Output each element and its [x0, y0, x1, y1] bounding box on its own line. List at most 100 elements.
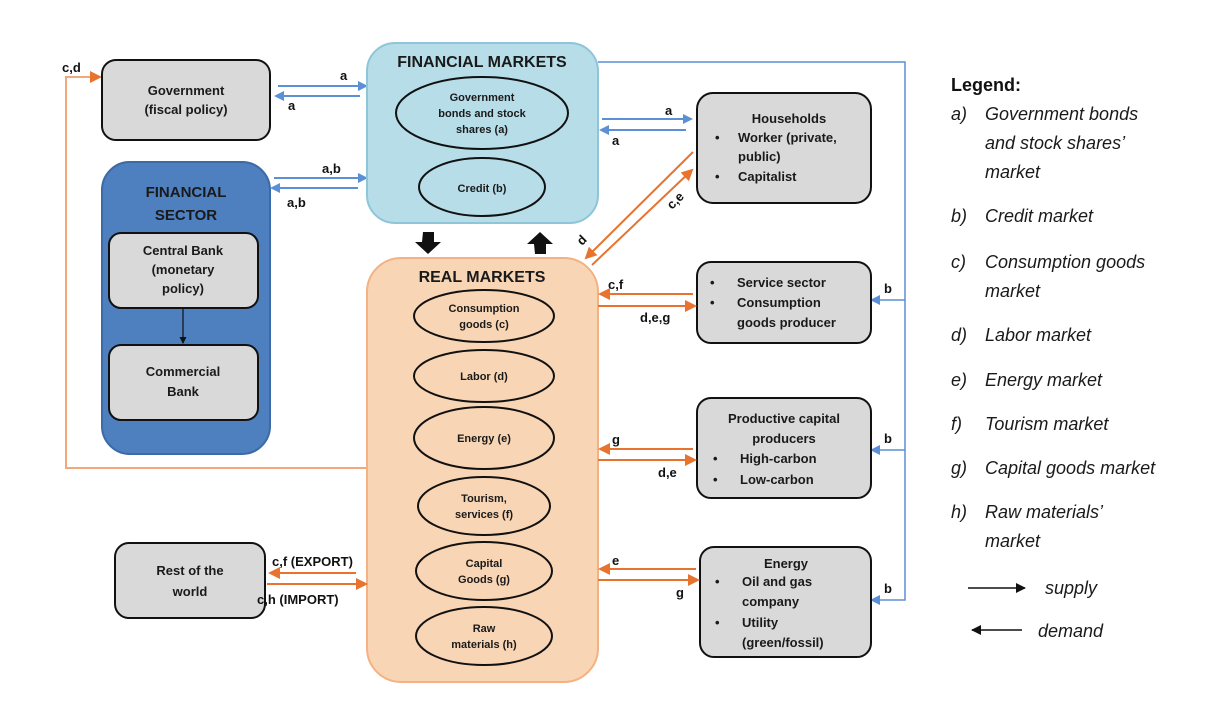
- bullet-icon: •: [713, 451, 718, 466]
- commercial-bank-line-2: Bank: [167, 384, 200, 399]
- market-gov-bonds-line-2: bonds and stock: [438, 108, 526, 120]
- government-box[interactable]: [101, 59, 271, 141]
- market-raw-line-2: materials (h): [451, 639, 517, 651]
- service-bullet-2-line-1: Consumption: [737, 295, 821, 310]
- legend-title: Legend:: [951, 75, 1021, 95]
- market-gov-bonds[interactable]: [395, 76, 569, 150]
- energy-credit-label: b: [884, 581, 892, 596]
- market-labor[interactable]: [413, 349, 555, 403]
- bullet-icon: •: [715, 130, 720, 145]
- legend-key: a): [951, 104, 967, 124]
- market-tourism[interactable]: [417, 476, 551, 536]
- legend-item-text: Capital goods market: [985, 458, 1156, 478]
- rest-of-world-line-2: world: [172, 584, 208, 599]
- row-import-label: c,h (IMPORT): [257, 592, 339, 607]
- legend-item-text: market: [985, 162, 1041, 182]
- row-export-label: c,f (EXPORT): [272, 554, 353, 569]
- financial-sector-title-2: SECTOR: [155, 207, 217, 224]
- legend-item-text: Consumption goods: [985, 252, 1145, 272]
- commercial-bank-line-1: Commercial: [146, 364, 220, 379]
- capital-bullet-2: Low-carbon: [740, 472, 814, 487]
- market-energy[interactable]: [413, 406, 555, 470]
- market-energy-label: Energy (e): [457, 433, 511, 445]
- market-credit[interactable]: [418, 157, 546, 217]
- legend-item-text: market: [985, 281, 1041, 301]
- market-consumption-line-2: goods (c): [459, 319, 509, 331]
- households-title: Households: [752, 111, 826, 126]
- up-block-arrow: [527, 232, 553, 254]
- real-markets-title: REAL MARKETS: [419, 269, 546, 286]
- finsec-demand-label: a,b: [287, 195, 306, 210]
- market-gov-bonds-line-3: shares (a): [456, 124, 508, 136]
- households-bullet-1-line-1: Worker (private,: [738, 130, 837, 145]
- capital-producers-title-2: producers: [752, 431, 816, 446]
- market-capital-line-1: Capital: [466, 558, 503, 570]
- households-bullet-2: Capitalist: [738, 169, 797, 184]
- legend: Legend: a) Government bonds and stock shar…: [951, 75, 1156, 641]
- svc-credit-label: b: [884, 281, 892, 296]
- energy-bullet-1-line-1: Oil and gas: [742, 574, 812, 589]
- government-line-1: Government: [148, 83, 225, 98]
- bullet-icon: •: [715, 574, 720, 589]
- commercial-bank-box[interactable]: [108, 344, 259, 421]
- hh-to-real-labor-arrow: [584, 151, 694, 260]
- market-capital-goods[interactable]: [415, 541, 553, 601]
- real-to-hh-arrow: [591, 168, 694, 266]
- households-box[interactable]: [696, 92, 872, 204]
- legend-key: e): [951, 370, 967, 390]
- market-consumption-goods[interactable]: [413, 289, 555, 343]
- gov-supply-label: a: [340, 68, 348, 83]
- financial-markets-box[interactable]: [366, 42, 599, 224]
- real-markets-box[interactable]: [366, 257, 599, 683]
- financial-sector-title-1: FINANCIAL: [146, 184, 227, 201]
- cap-demand-label: g: [612, 432, 620, 447]
- capital-bullet-1: High-carbon: [740, 451, 817, 466]
- market-raw-line-1: Raw: [473, 623, 496, 635]
- households-bullet-1-line-2: public): [738, 149, 781, 164]
- market-labor-label: Labor (d): [460, 371, 508, 383]
- capital-producers-title-1: Productive capital: [728, 411, 840, 426]
- bullet-icon: •: [715, 615, 720, 630]
- market-tourism-line-2: services (f): [455, 509, 513, 521]
- market-capital-line-2: Goods (g): [458, 574, 510, 586]
- legend-demand-label: demand: [1038, 621, 1104, 641]
- legend-key: d): [951, 325, 967, 345]
- energy-box[interactable]: [699, 546, 872, 658]
- energy-title: Energy: [764, 556, 809, 571]
- hh-real-ce-label: c,e: [664, 189, 687, 212]
- rest-of-world-box[interactable]: [114, 542, 266, 619]
- hh-supply-label: a: [665, 103, 673, 118]
- central-bank-line-2: (monetary: [152, 262, 216, 277]
- legend-key: c): [951, 252, 966, 272]
- legend-item-text: Raw materials’: [985, 502, 1104, 522]
- energy-bullet-1-line-2: company: [742, 594, 800, 609]
- central-bank-line-3: policy): [162, 281, 204, 296]
- energy-bullet-2-line-2: (green/fossil): [742, 635, 824, 650]
- legend-item-text: Energy market: [985, 370, 1103, 390]
- cap-credit-label: b: [884, 431, 892, 446]
- hh-real-d-label: d: [574, 232, 590, 248]
- energy-bullet-2-line-1: Utility: [742, 615, 779, 630]
- legend-key: b): [951, 206, 967, 226]
- legend-item-text: Tourism market: [985, 414, 1109, 434]
- capital-producers-box[interactable]: [696, 397, 872, 499]
- bullet-icon: •: [713, 472, 718, 487]
- service-sector-box[interactable]: [696, 261, 872, 344]
- market-raw-materials[interactable]: [415, 606, 553, 666]
- legend-item-text: Government bonds: [985, 104, 1138, 124]
- legend-item-text: and stock shares’: [985, 133, 1126, 153]
- financial-markets-title: FINANCIAL MARKETS: [397, 54, 567, 71]
- hh-demand-label: a: [612, 133, 620, 148]
- svc-demand-label: c,f: [608, 277, 624, 292]
- market-gov-bonds-line-1: Government: [450, 92, 515, 104]
- gov-demand-label: a: [288, 98, 296, 113]
- legend-item-text: Labor market: [985, 325, 1092, 345]
- finsec-supply-label: a,b: [322, 161, 341, 176]
- svc-supply-label: d,e,g: [640, 310, 670, 325]
- legend-item-text: market: [985, 531, 1041, 551]
- gov-cd-label: c,d: [62, 60, 81, 75]
- rest-of-world-line-1: Rest of the: [156, 563, 223, 578]
- cap-supply-label: d,e: [658, 465, 677, 480]
- legend-key: g): [951, 458, 967, 478]
